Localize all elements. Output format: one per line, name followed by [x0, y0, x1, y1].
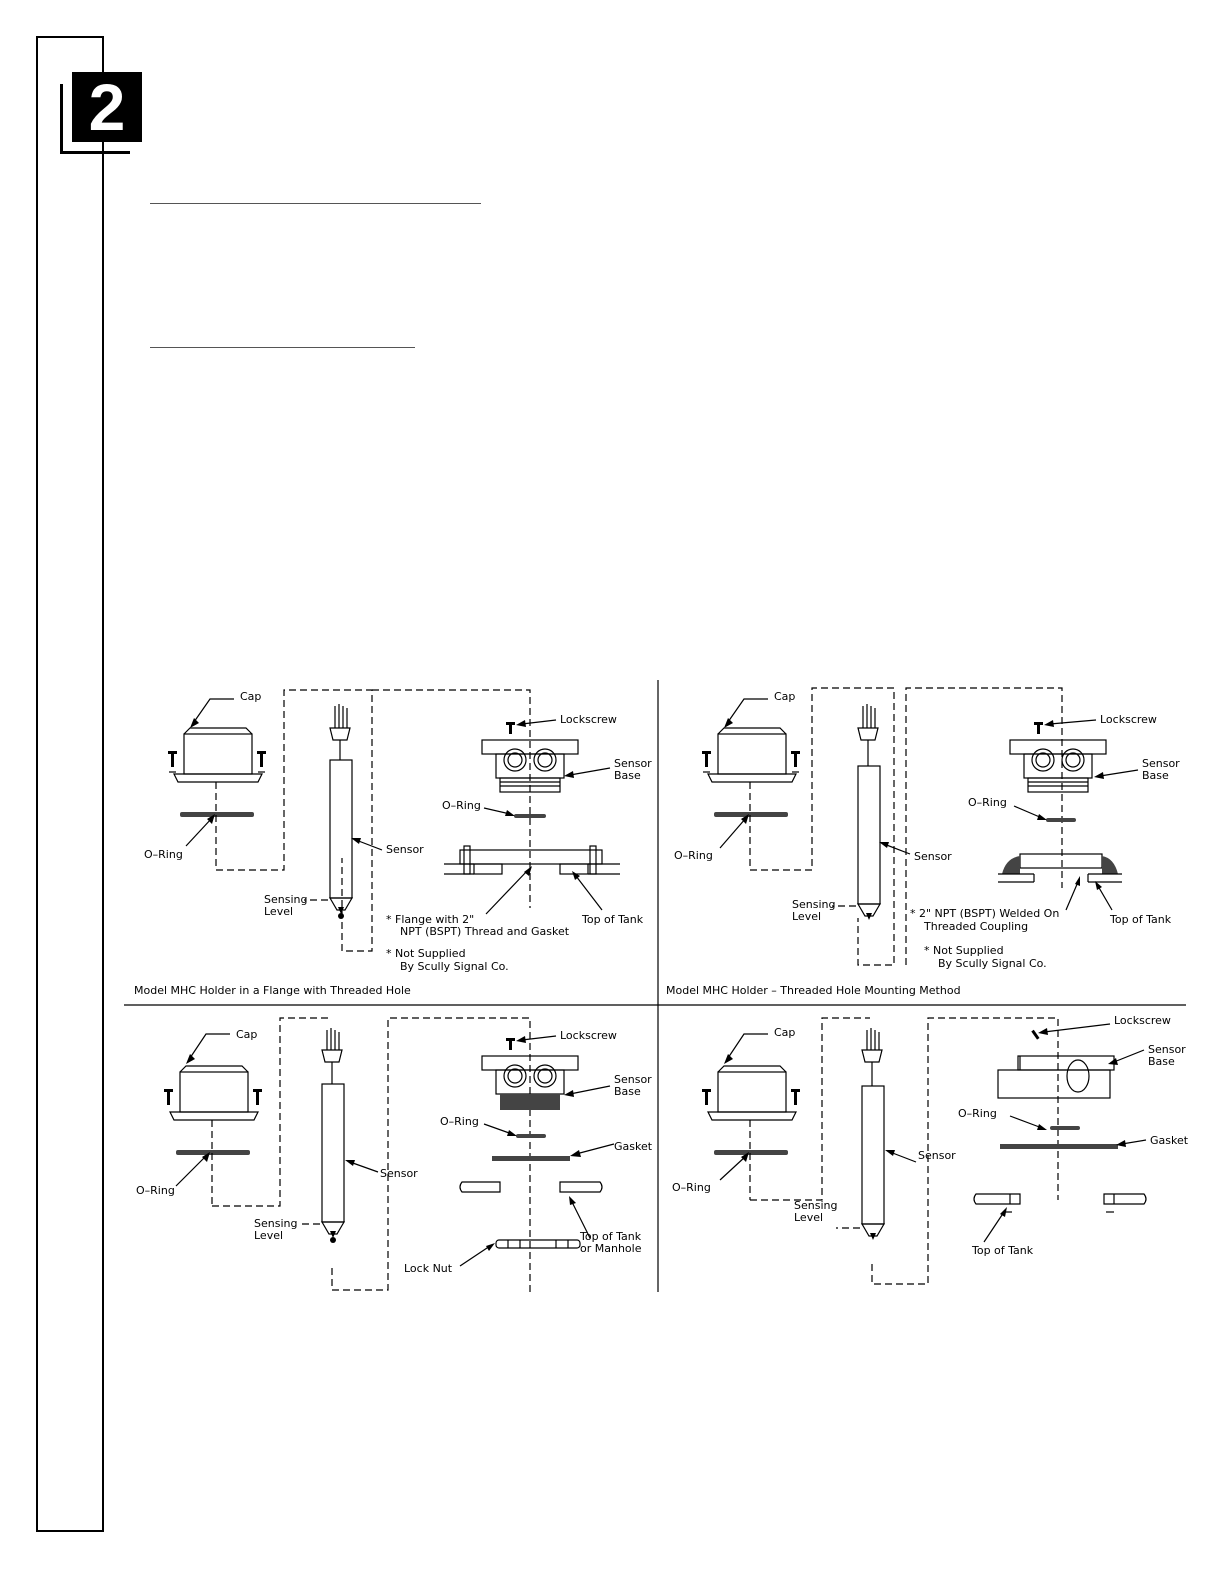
gasket-drawing	[492, 1156, 570, 1161]
tank-top-drawing	[459, 1181, 603, 1193]
section-heading-rule	[150, 203, 481, 204]
label-cap: Cap	[236, 1028, 257, 1041]
subsection-heading-rule	[150, 347, 415, 348]
sensor-drawing	[860, 1028, 886, 1240]
label-sensing-level-2: Level	[794, 1211, 823, 1224]
note-coupling-1: * 2" NPT (BSPT) Welded On	[910, 907, 1059, 920]
label-sensing-level-2: Level	[264, 905, 293, 918]
label-o-ring-right: O–Ring	[958, 1107, 997, 1120]
label-sensing-level-1: Sensing	[792, 898, 835, 911]
sensor-base-drawing	[997, 1029, 1115, 1099]
label-top-of-tank: Top of Tank	[581, 913, 644, 926]
label-sensing-level-1: Sensing	[794, 1199, 837, 1212]
o-ring-drawing	[714, 1150, 788, 1155]
label-cap: Cap	[240, 690, 261, 703]
chapter-badge-shadow	[60, 84, 130, 154]
label-sensor-base-1: Sensor	[1148, 1043, 1186, 1056]
label-sensor-base-1: Sensor	[1142, 757, 1180, 770]
o-ring-drawing	[714, 812, 788, 817]
sensor-base-drawing	[1009, 722, 1107, 793]
label-sensor: Sensor	[914, 850, 952, 863]
lock-nut-drawing	[495, 1239, 581, 1249]
label-sensing-level-2: Level	[254, 1229, 283, 1242]
note-not-supplied-2: By Scully Signal Co.	[938, 957, 1047, 970]
label-top-of-tank-1: Top of Tank	[579, 1230, 642, 1243]
label-sensing-level-1: Sensing	[254, 1217, 297, 1230]
panel-threaded-hole-mounting: Cap Lockscrew Sensor Base O–Ring O–Ring …	[666, 687, 1180, 997]
note-flange-2: NPT (BSPT) Thread and Gasket	[400, 925, 570, 938]
sensor-drawing	[856, 704, 882, 920]
note-not-supplied-2: By Scully Signal Co.	[400, 960, 509, 973]
label-sensor-base-1: Sensor	[614, 757, 652, 770]
panel-manhole-lock-nut: Cap Lockscrew Sensor Base O–Ring Gasket …	[136, 1017, 653, 1296]
label-sensor-base-1: Sensor	[614, 1073, 652, 1086]
flange-drawing	[444, 845, 620, 875]
note-flange-1: * Flange with 2"	[386, 913, 474, 926]
label-o-ring-left: O–Ring	[672, 1181, 711, 1194]
label-sensor: Sensor	[918, 1149, 956, 1162]
note-coupling-2: Threaded Coupling	[923, 920, 1028, 933]
label-sensor-base-2: Base	[1142, 769, 1169, 782]
label-sensor: Sensor	[386, 843, 424, 856]
o-ring-drawing	[180, 812, 254, 817]
welded-coupling-drawing	[998, 853, 1122, 883]
note-not-supplied-1: * Not Supplied	[924, 944, 1004, 957]
gasket-drawing	[1000, 1144, 1118, 1149]
label-sensor-base-2: Base	[614, 769, 641, 782]
sensor-drawing	[320, 1028, 346, 1243]
label-sensor-base-2: Base	[1148, 1055, 1175, 1068]
label-top-of-tank-2: or Manhole	[580, 1242, 642, 1255]
installation-figure: Cap Lockscrew Sensor Base O–Ring O–Ring …	[124, 680, 1188, 1296]
label-cap: Cap	[774, 1026, 795, 1039]
panel-caption: Model MHC Holder in a Flange with Thread…	[134, 984, 411, 997]
label-gasket: Gasket	[1150, 1134, 1188, 1147]
label-lockscrew: Lockscrew	[560, 713, 617, 726]
label-o-ring-left: O–Ring	[674, 849, 713, 862]
label-lockscrew: Lockscrew	[1100, 713, 1157, 726]
cap-drawing	[168, 727, 266, 783]
label-top-of-tank: Top of Tank	[1109, 913, 1172, 926]
chapter-badge: 2	[72, 72, 142, 142]
label-gasket: Gasket	[614, 1140, 653, 1153]
label-o-ring-left: O–Ring	[144, 848, 183, 861]
label-sensing-level-1: Sensing	[264, 893, 307, 906]
cap-drawing	[164, 1065, 262, 1121]
label-sensor-base-2: Base	[614, 1085, 641, 1098]
page-sidebar-frame	[36, 36, 104, 1532]
label-o-ring-right: O–Ring	[442, 799, 481, 812]
label-lockscrew: Lockscrew	[560, 1029, 617, 1042]
tank-top-drawing	[973, 1193, 1147, 1213]
panel-caption: Model MHC Holder – Threaded Hole Mountin…	[666, 984, 961, 997]
label-lockscrew: Lockscrew	[1114, 1014, 1171, 1027]
label-top-of-tank: Top of Tank	[971, 1244, 1034, 1257]
cap-drawing	[702, 1065, 800, 1121]
panel-gasket-tank-top: Cap Lockscrew Sensor Base O–Ring Gasket …	[672, 1014, 1188, 1285]
cap-drawing	[702, 727, 800, 783]
panel-flange-threaded-hole: Cap Lockscrew Sensor Base O–Ring O–Ring …	[134, 689, 652, 997]
sensor-base-drawing	[481, 722, 579, 793]
label-lock-nut: Lock Nut	[404, 1262, 453, 1275]
o-ring-drawing	[176, 1150, 250, 1155]
label-sensing-level-2: Level	[792, 910, 821, 923]
label-cap: Cap	[774, 690, 795, 703]
note-not-supplied-1: * Not Supplied	[386, 947, 466, 960]
sensor-drawing	[328, 704, 354, 919]
label-o-ring-left: O–Ring	[136, 1184, 175, 1197]
label-o-ring-right: O–Ring	[440, 1115, 479, 1128]
label-o-ring-right: O–Ring	[968, 796, 1007, 809]
label-sensor: Sensor	[380, 1167, 418, 1180]
sensor-base-drawing	[481, 1038, 579, 1110]
